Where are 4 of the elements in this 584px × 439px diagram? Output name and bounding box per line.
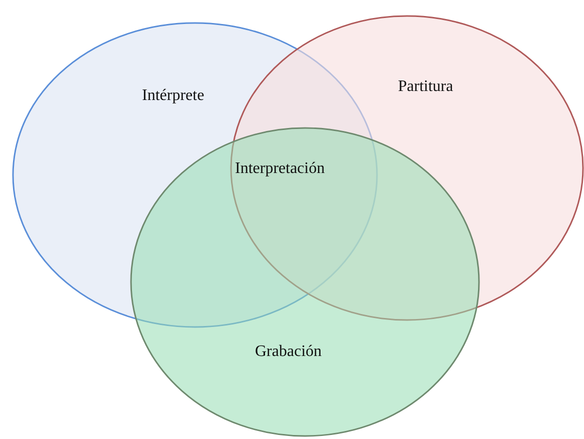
set-label: Intérprete [142,87,204,105]
set-label: Partitura [398,78,454,96]
intersection-label: Interpretación [235,160,325,178]
set-label: Grabación [255,343,322,361]
